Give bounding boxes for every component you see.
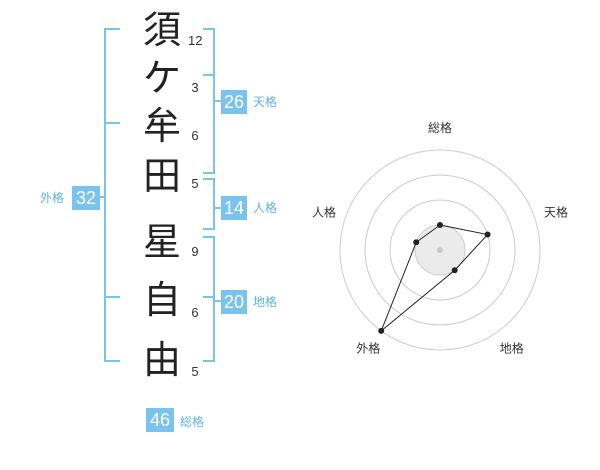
stroke-count-6: 6	[191, 305, 199, 320]
gaikaku-value: 32	[72, 186, 100, 210]
jinkaku-label: 人格	[253, 201, 278, 215]
stroke-count-3: 6	[191, 128, 199, 143]
name-char-7: 由	[142, 338, 181, 382]
radar-point-3	[451, 267, 458, 274]
tenkaku-value: 26	[221, 90, 247, 114]
radar-ring	[389, 199, 491, 301]
stroke-count-4: 5	[191, 176, 199, 191]
name-char-2: ケ	[142, 56, 181, 100]
radar-point-1	[437, 222, 443, 228]
radar-center	[437, 247, 443, 253]
radar-axis-label-2: 天格	[544, 204, 568, 219]
radar-point-4	[378, 327, 385, 334]
chikaku-bracket	[203, 236, 215, 362]
radar-grid	[339, 149, 541, 351]
gaikaku-bracket	[104, 28, 120, 362]
chikaku-tick	[203, 296, 215, 298]
radar-series-line	[380, 224, 489, 332]
jinkaku-bracket	[203, 178, 215, 230]
name-char-6: 自	[142, 278, 181, 322]
stroke-count-7: 5	[191, 364, 199, 379]
name-char-3: 牟	[142, 104, 181, 148]
radar-axis-label-4: 外格	[356, 341, 380, 356]
radar-ring	[364, 174, 516, 326]
name-char-4: 田	[142, 154, 181, 198]
radar-axis-label-3: 地格	[500, 341, 524, 356]
radar-axis-label-1: 総格	[428, 120, 452, 135]
jinkaku-value: 14	[221, 196, 247, 220]
radar-point-5	[413, 239, 420, 246]
tenkaku-tick	[203, 74, 215, 76]
gaikaku-label: 外格	[40, 191, 65, 205]
stroke-count-2: 3	[191, 80, 199, 95]
radar-axis-label-5: 人格	[312, 204, 336, 219]
tenkaku-connector	[213, 100, 221, 102]
gaikaku-connector	[96, 196, 106, 198]
soukaku-value: 46	[146, 408, 174, 432]
gaikaku-tick-1	[104, 122, 120, 124]
chikaku-connector	[213, 300, 221, 302]
radar-ring	[339, 149, 541, 351]
soukaku-label: 総格	[180, 415, 205, 429]
chikaku-value: 20	[221, 290, 247, 314]
stroke-count-5: 9	[191, 244, 199, 259]
tenkaku-label: 天格	[253, 95, 278, 109]
stroke-count-1: 12	[188, 33, 203, 48]
jinkaku-connector	[213, 207, 221, 209]
radar-shape	[378, 222, 491, 334]
name-char-5: 星	[142, 220, 181, 264]
chikaku-label: 地格	[253, 295, 278, 309]
gaikaku-tick-2	[104, 296, 120, 298]
radar-point-2	[484, 231, 491, 238]
name-char-1: 須	[142, 8, 181, 52]
